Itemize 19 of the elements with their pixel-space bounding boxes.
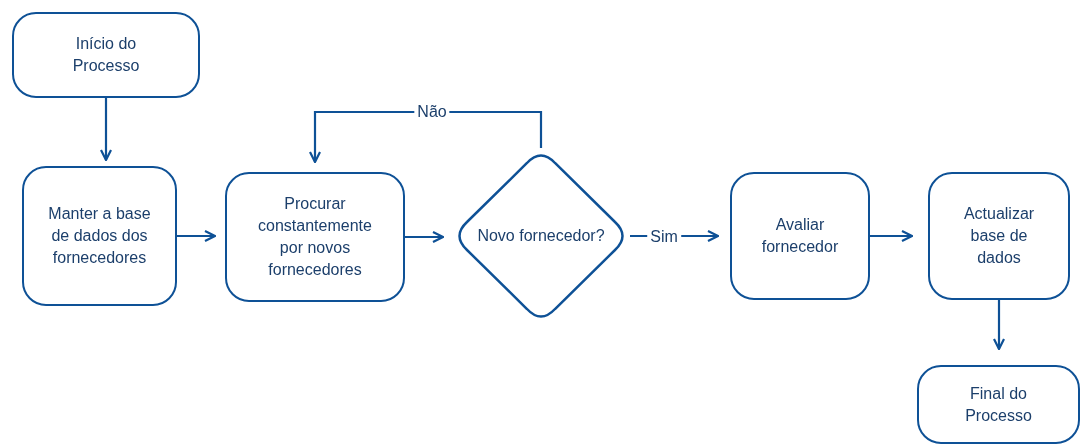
terminal-box xyxy=(12,12,200,98)
node-text: Manter a base de dados dos fornecedores xyxy=(47,204,152,268)
node-text: Novo fornecedor? xyxy=(476,226,606,246)
node-text: Avaliar fornecedor xyxy=(760,215,840,257)
process-box xyxy=(225,172,405,302)
process-box xyxy=(730,172,870,300)
arrow xyxy=(99,98,113,162)
arrow xyxy=(308,110,543,164)
node-text: Procurar constantemente por novos fornecedores xyxy=(257,194,373,280)
node-text: Actualizar base de dados xyxy=(962,204,1036,268)
process-box xyxy=(928,172,1070,300)
arrow xyxy=(405,230,445,244)
arrow xyxy=(177,229,217,243)
node-text: Final do Processo xyxy=(964,383,1033,426)
arrow xyxy=(870,229,914,243)
arrow xyxy=(992,300,1006,351)
terminal-box xyxy=(917,365,1080,444)
node-text: Início do Processo xyxy=(71,34,141,76)
process-box xyxy=(22,166,177,306)
